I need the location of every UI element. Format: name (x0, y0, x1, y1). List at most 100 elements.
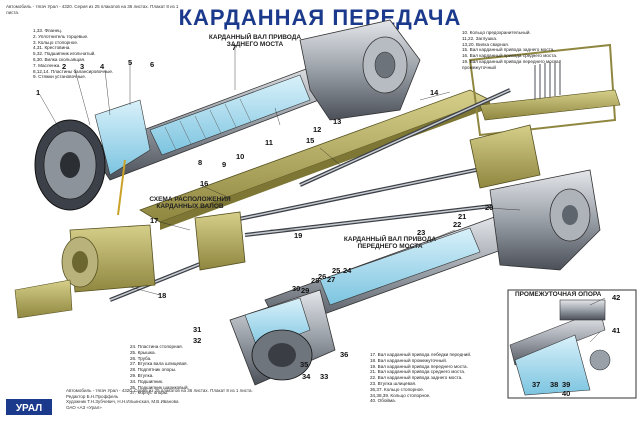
legend-item: 1,33. Фланец. (33, 28, 63, 33)
footer-line: ОАО «АЗ «Урал» (66, 404, 102, 410)
part-number: 4 (100, 62, 105, 71)
legend-item: 28. Подпятник опоры. (130, 367, 177, 373)
legend-item: 6,30. Вилка скользящая. (33, 56, 86, 62)
legend-item: 27. Втулка вала шлицевая. (130, 361, 188, 367)
footer-info: Автомобиль - тягач Урал - 4320. Серия из… (66, 388, 256, 410)
legend-item: 3. Кольцо стопорное. (33, 39, 79, 45)
part-number: 13 (333, 117, 342, 126)
legend-item: 34,38,39. Кольцо стопорное. (370, 392, 431, 398)
part-number: 3 (80, 62, 85, 71)
part-number: 15 (306, 136, 315, 145)
legend-item: 37. Корпус опоры. (130, 390, 169, 396)
legend-item: 10. Кольцо предохранительный. (462, 30, 531, 35)
part-number: 24 (343, 266, 352, 275)
footer-line: Редактор Б.Н.Проффель (66, 393, 119, 399)
part-number: 23 (417, 228, 426, 237)
part-number: 35 (300, 360, 309, 369)
rear-shaft-assembly (34, 19, 421, 216)
part-number: 18 (158, 291, 167, 300)
part-number: 5 (128, 58, 133, 67)
part-number: 40 (562, 389, 571, 398)
legend-item: 19. Вал карданный привода переднего мост… (462, 58, 560, 64)
legend-item: промежуточный (462, 64, 496, 70)
legend-item: 5,32. Подшипник игольчатый. (33, 51, 96, 57)
legend-item: 4,31. Крестовина. (33, 45, 71, 51)
legend-item: 15. Вал карданный привода заднего моста. (462, 47, 555, 53)
inset-title: ПРОМЕЖУТОЧНАЯ ОПОРА (515, 291, 602, 298)
intermediate-support-inset (507, 289, 637, 399)
legend-item: 40. Обойма. (370, 398, 396, 404)
legend-item: 22. Вал карданный привода заднего моста. (370, 375, 463, 381)
legend-item: 11,22. Заглушка. (462, 35, 498, 41)
shaft-scheme (14, 88, 541, 319)
part-number: 41 (612, 326, 621, 335)
part-number: 20 (485, 203, 494, 212)
poster-title: КАРДАННАЯ ПЕРЕДАЧА (178, 5, 462, 30)
part-number: 1 (36, 88, 41, 97)
part-number: 39 (562, 380, 571, 389)
part-number: 21 (458, 212, 467, 221)
legend-item: 34. Подшипник. (130, 378, 164, 384)
vehicle-frame (139, 43, 621, 230)
part-number: 25 (332, 266, 341, 275)
scheme-label: СХЕМА РАСПОЛОЖЕНИЯ КАРДАННЫХ ВАЛОВ (149, 196, 231, 210)
legend-item: 26. Труба. (130, 355, 152, 361)
front-shaft-assembly (229, 169, 601, 386)
ural-logo: УРАЛ (6, 399, 52, 415)
part-number: 6 (150, 60, 155, 69)
part-number: 31 (193, 325, 202, 334)
part-number: 9 (222, 160, 227, 169)
legend-item: 16. Вал карданный привода среднего моста… (462, 53, 558, 59)
legend-item: 17. Вал карданный привода лебедки передн… (370, 352, 472, 357)
header-line: Автомобиль - тягач Урал - 4320. Серия из… (6, 4, 179, 15)
part-number: 2 (62, 62, 67, 71)
legend-item: 18. Вал карданный промежуточный. (370, 357, 448, 363)
part-number: 17 (150, 216, 159, 225)
part-number: 19 (294, 231, 303, 240)
part-number: 27 (327, 275, 336, 284)
part-number: 26 (318, 272, 327, 281)
part-number: 33 (320, 372, 329, 381)
legend-item: 7. Масленка. (33, 62, 61, 68)
part-number: 16 (200, 179, 209, 188)
part-number: 38 (550, 380, 559, 389)
legend-item: 36,37. Кольцо стопорное. (370, 386, 425, 392)
front-shaft-label: КАРДАННЫЙ ВАЛ ПРИВОДА ПЕРЕДНЕГО МОСТА (343, 236, 437, 250)
part-number: 7 (232, 43, 237, 52)
logo-text: УРАЛ (16, 403, 42, 414)
part-number: 22 (453, 220, 462, 229)
part-number: 12 (313, 125, 322, 134)
legend-top-right: 10. Кольцо предохранительный. 11,22. Заг… (462, 30, 632, 71)
footer-line: Автомобиль - тягач Урал - 4320. Серия из… (66, 388, 253, 393)
part-number: 29 (301, 286, 310, 295)
legend-top-left: 1,33. Фланец. 2. Уплотнитель торцевые. 3… (33, 28, 143, 80)
part-number: 28 (311, 276, 320, 285)
legend-bottom-left: 24. Пластина стопорная. 25. Крышка. 26. … (130, 344, 240, 396)
part-number: 10 (236, 152, 245, 161)
legend-item: 25. Крышка. (130, 349, 156, 355)
legend-item: 9. Стяжки установочные. (33, 74, 87, 80)
legend-bottom-right: 17. Вал карданный привода лебедки передн… (370, 352, 505, 404)
legend-item: 19. Вал карданный привода переднего мост… (370, 363, 468, 369)
footer-line: Художник Т.Н.Зубчевич, Н.Н.Ильинская, М.… (66, 399, 179, 404)
leader-lines (39, 45, 606, 343)
part-number: 11 (265, 138, 273, 147)
part-number: 32 (193, 336, 202, 345)
legend-item: 29. Втулка. (130, 372, 154, 378)
legend-item: 21. Вал карданный привода среднего моста… (370, 369, 466, 375)
part-number: 42 (612, 293, 621, 302)
legend-item: 23. Втулка шлицевая. (370, 380, 417, 386)
legend-item: 8,12,14. Пластины балансировочные. (33, 68, 114, 74)
part-number: 37 (532, 380, 541, 389)
legend-item: 2. Уплотнитель торцевые. (33, 33, 89, 39)
legend-item: 13,20. Вилка сварная. (462, 41, 509, 47)
part-number: 34 (302, 372, 311, 381)
part-number: 8 (198, 158, 203, 167)
part-number: 30 (292, 284, 301, 293)
header-info: Автомобиль - тягач Урал - 4320. Серия из… (6, 4, 186, 16)
legend-item: 24. Пластина стопорная. (130, 344, 183, 349)
part-number: 14 (430, 88, 439, 97)
rear-shaft-label: КАРДАННЫЙ ВАЛ ПРИВОДА ЗАДНЕГО МОСТА (208, 34, 302, 48)
part-number: 36 (340, 350, 349, 359)
